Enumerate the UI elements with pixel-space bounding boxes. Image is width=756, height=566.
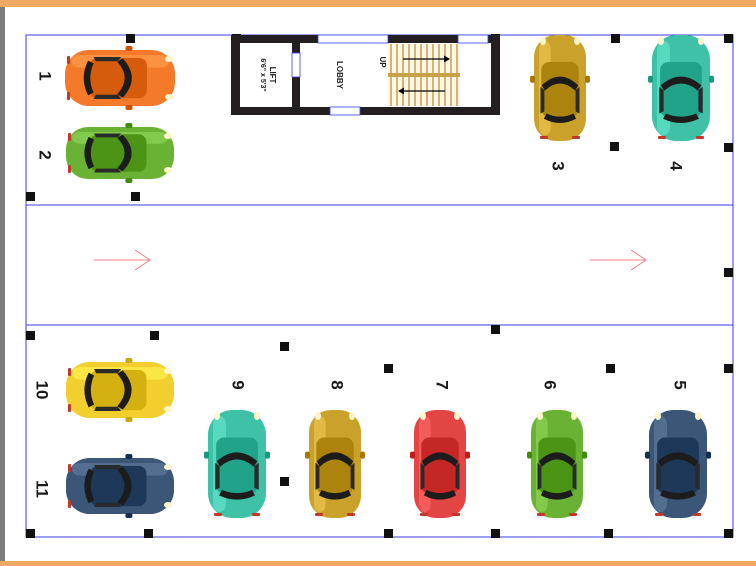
slot-labels: 1 2 3 4 5 6 7 8 9 10 11 bbox=[33, 71, 690, 498]
car-icon bbox=[648, 35, 714, 141]
slot-number-label: 7 bbox=[433, 380, 452, 389]
pillar bbox=[126, 34, 135, 43]
stair-divider bbox=[388, 73, 460, 77]
pillar bbox=[491, 529, 500, 538]
car-icon bbox=[204, 410, 270, 518]
pillar bbox=[26, 192, 35, 201]
core-window-1 bbox=[317, 34, 389, 44]
top-border bbox=[0, 0, 756, 7]
slot-number-label: 3 bbox=[549, 161, 568, 170]
pillar bbox=[604, 529, 613, 538]
pillar bbox=[606, 364, 615, 373]
slot-number-label: 10 bbox=[33, 381, 52, 400]
pillar bbox=[610, 142, 619, 151]
lift-door bbox=[291, 52, 301, 78]
direction-arrow-icon bbox=[94, 249, 151, 271]
slot-number-label: 5 bbox=[671, 380, 690, 389]
slot-number-label: 2 bbox=[36, 150, 55, 159]
pillar bbox=[280, 342, 289, 351]
slot-number-label: 4 bbox=[667, 161, 686, 171]
slot-number-label: 11 bbox=[33, 480, 52, 498]
pillar bbox=[131, 192, 140, 201]
car-icon bbox=[530, 35, 590, 141]
bottom-border bbox=[0, 561, 756, 566]
pillar bbox=[280, 477, 289, 486]
direction-arrows bbox=[94, 249, 647, 271]
stair-label: UP bbox=[378, 56, 387, 68]
lobby-label: LOBBY bbox=[335, 61, 344, 90]
pillar bbox=[144, 529, 153, 538]
slot-number-label: 8 bbox=[328, 380, 347, 389]
core-block: LIFT 6'6" x 5'3" LOBBY UP bbox=[231, 34, 500, 116]
pillar bbox=[384, 529, 393, 538]
pillar bbox=[384, 364, 393, 373]
left-border bbox=[0, 7, 5, 561]
pillar bbox=[150, 331, 159, 340]
car-icon bbox=[66, 123, 174, 183]
car-icon bbox=[65, 46, 175, 110]
car-icon bbox=[66, 358, 174, 422]
pillar bbox=[611, 34, 620, 43]
pillar bbox=[724, 364, 733, 373]
car-icon bbox=[305, 410, 365, 518]
stair-arrow-icon bbox=[403, 55, 450, 63]
cars bbox=[65, 35, 714, 518]
slot-number-label: 1 bbox=[36, 71, 55, 80]
stair-arrow-icon bbox=[398, 87, 445, 95]
pillar bbox=[724, 143, 733, 152]
lift-size-label: 6'6" x 5'3" bbox=[259, 58, 266, 91]
pillar bbox=[724, 34, 733, 43]
car-icon bbox=[527, 410, 587, 518]
staircase bbox=[388, 44, 460, 106]
car-icon bbox=[645, 410, 711, 518]
lobby-opening bbox=[329, 106, 361, 116]
pillar bbox=[491, 325, 500, 334]
car-icon bbox=[410, 410, 470, 518]
car-icon bbox=[66, 454, 174, 518]
slot-number-label: 9 bbox=[229, 380, 248, 389]
slot-number-label: 6 bbox=[541, 380, 560, 389]
pillar bbox=[26, 331, 35, 340]
pillar bbox=[26, 529, 35, 538]
lift-label: LIFT bbox=[268, 67, 277, 84]
direction-arrow-icon bbox=[590, 249, 647, 271]
core-window-2 bbox=[457, 34, 489, 44]
pillar bbox=[724, 268, 733, 277]
pillar bbox=[724, 529, 733, 538]
